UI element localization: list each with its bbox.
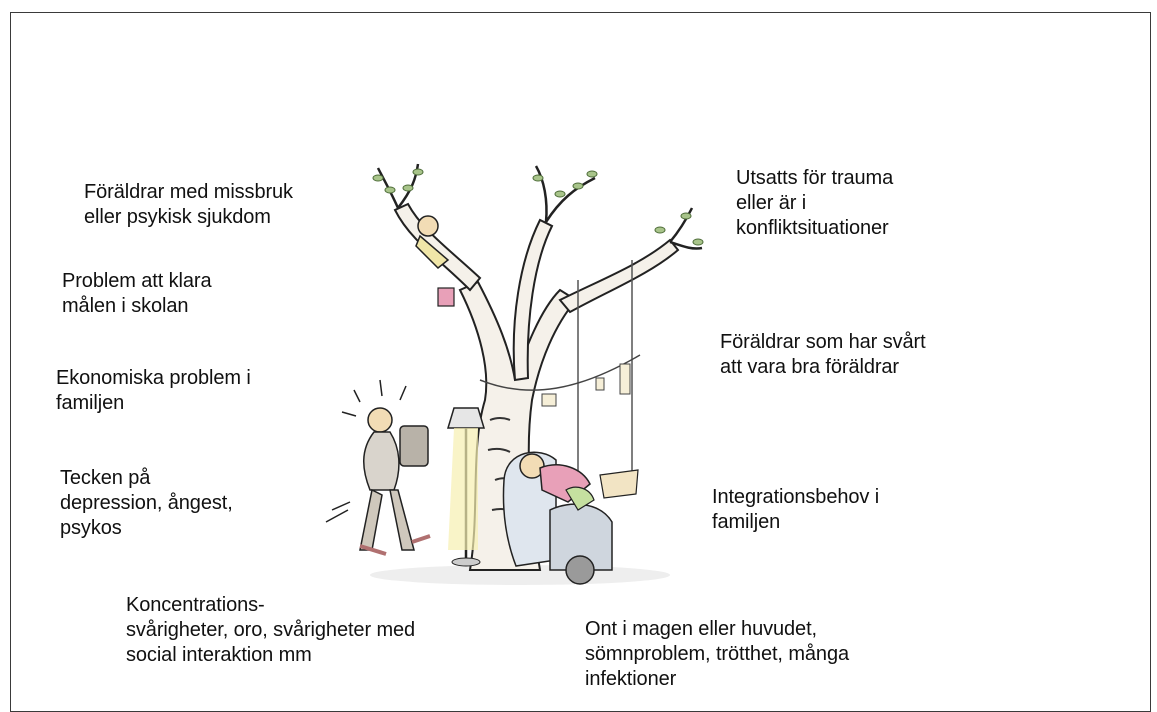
label-school-goals: Problem att klara målen i skolan: [62, 269, 211, 319]
laundry: [542, 364, 630, 406]
armchair: [504, 452, 613, 584]
label-depression-signs: Tecken på depression, ångest, psykos: [60, 466, 233, 541]
basket: [600, 470, 638, 498]
label-parents-addiction: Föräldrar med missbruk eller psykisk sju…: [84, 180, 293, 230]
branch-left: [395, 204, 480, 290]
stressed-child: [326, 380, 430, 554]
label-somatic-symptoms: Ont i magen eller huvudet, sömnproblem, …: [585, 617, 849, 692]
label-trauma: Utsatts för trauma eller är i konfliktsi…: [736, 166, 893, 241]
label-parenting-difficulty: Föräldrar som har svårt att vara bra för…: [720, 330, 926, 380]
label-economic-problems: Ekonomiska problem i familjen: [56, 366, 251, 416]
label-integration-needs: Integrationsbehov i familjen: [712, 485, 879, 535]
tree-illustration: [320, 150, 710, 590]
label-concentration: Koncentrations- svårigheter, oro, svårig…: [126, 593, 415, 668]
